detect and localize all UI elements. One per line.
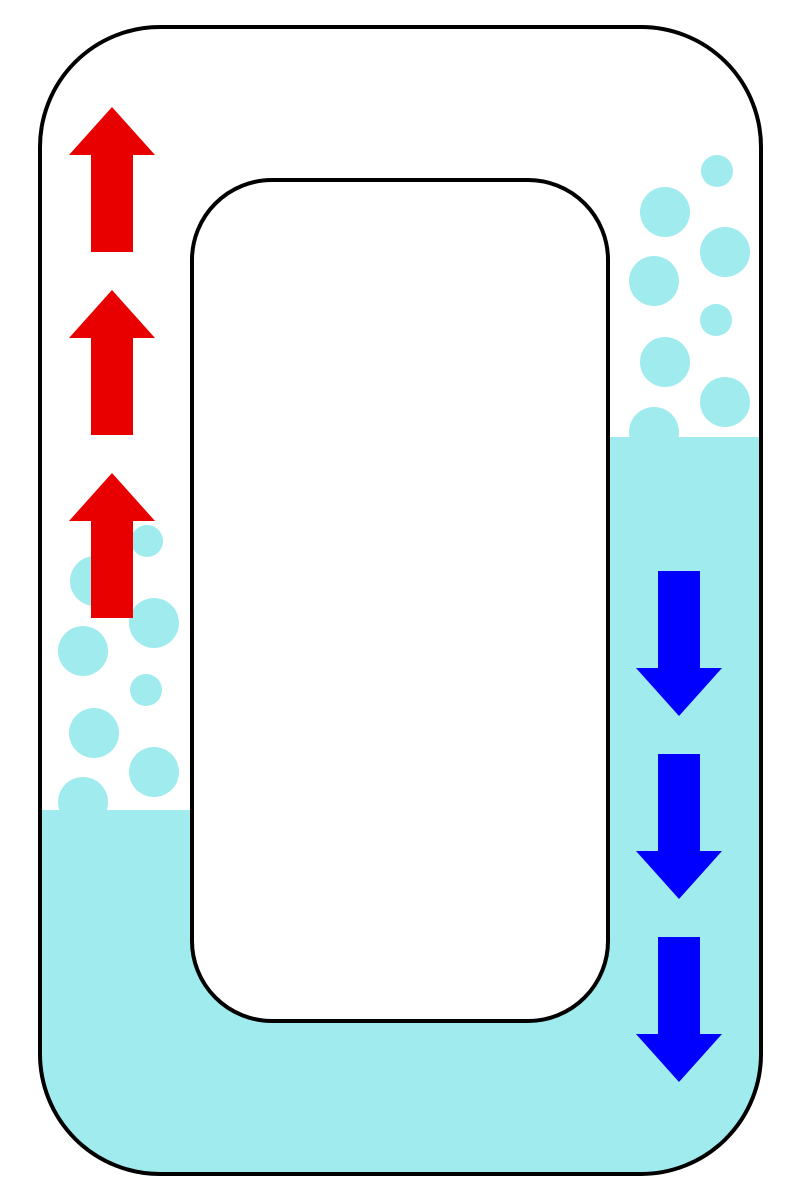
down-arrow-icon-3 [636,937,722,1082]
outer-loop-outline [38,25,763,1176]
right-bubble-2 [640,187,690,237]
left-bubble-4 [58,626,108,676]
down-arrow-icon-1 [636,571,722,716]
down-arrow-icon-2 [636,754,722,899]
left-bubble-8 [58,777,108,827]
left-bubble-5 [130,674,162,706]
right-bubble-3 [700,227,750,277]
right-bubbles [629,155,750,457]
right-bubble-1 [701,155,733,187]
upward-flow-arrows [69,107,155,618]
right-bubble-4 [629,256,679,306]
left-bubbles [58,525,179,827]
downward-flow-arrows [636,571,722,1082]
left-bubble-6 [69,708,119,758]
right-bubble-8 [629,407,679,457]
left-bubble-7 [129,747,179,797]
inner-block [190,178,610,1023]
up-arrow-icon-2 [69,290,155,435]
up-arrow-icon-1 [69,107,155,252]
right-bubble-7 [700,377,750,427]
left-bubble-3 [129,598,179,648]
up-arrow-icon-3 [69,473,155,618]
right-bubble-6 [640,337,690,387]
right-bubble-5 [700,304,732,336]
left-bubble-1 [131,525,163,557]
